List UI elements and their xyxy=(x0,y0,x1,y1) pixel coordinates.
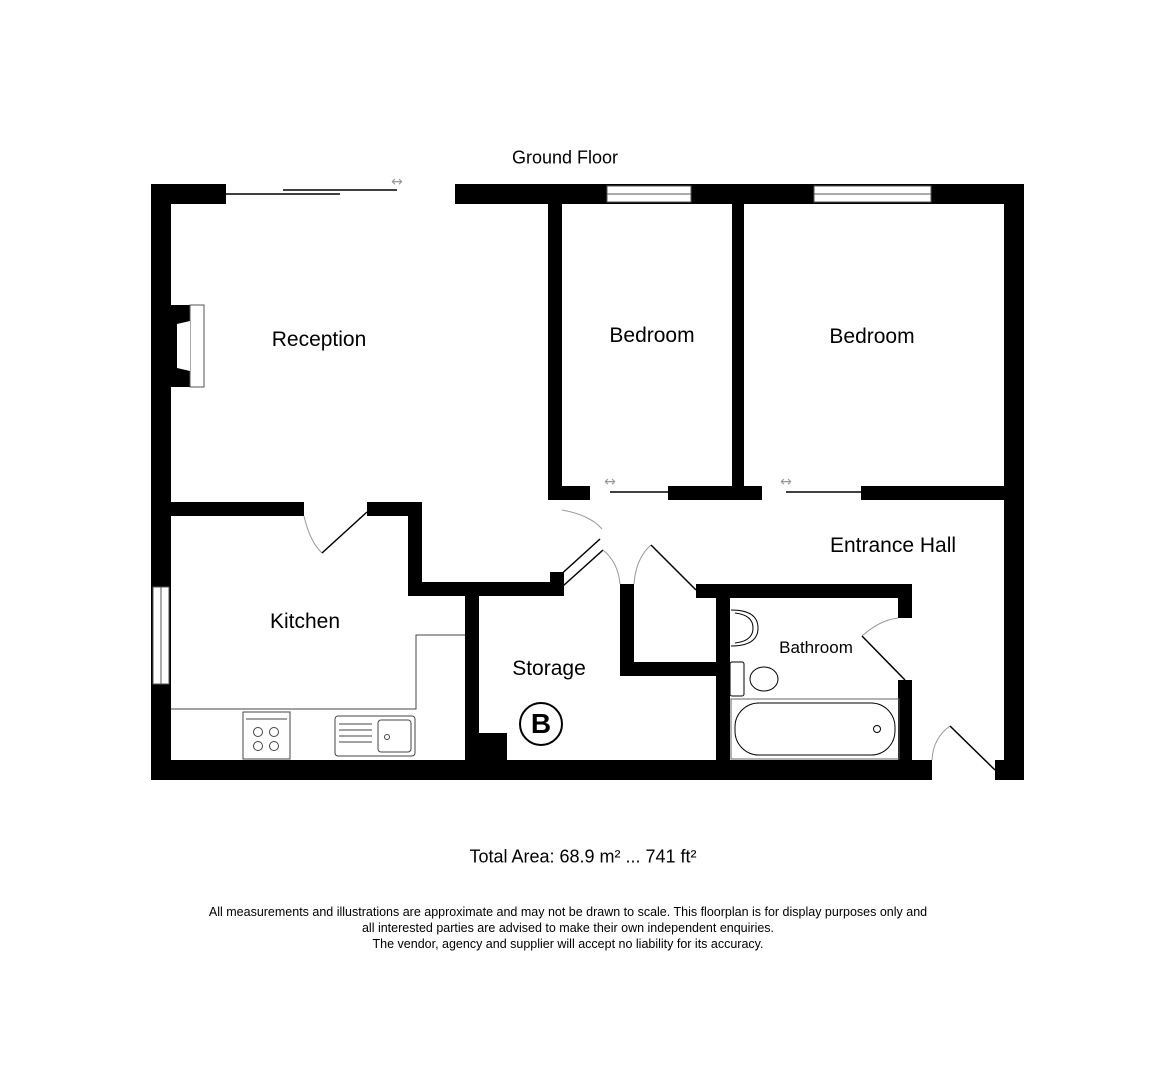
sliding-door-reception xyxy=(226,189,397,195)
bathroom-fittings xyxy=(729,609,900,760)
fireplace xyxy=(171,304,205,388)
boiler-icon: B xyxy=(519,702,563,746)
room-label-kitchen: Kitchen xyxy=(269,610,341,633)
room-label-reception: Reception xyxy=(271,328,367,351)
svg-text:↔: ↔ xyxy=(604,474,616,490)
windows xyxy=(152,185,932,685)
room-label-entrance-hall: Entrance Hall xyxy=(829,534,957,557)
walls xyxy=(151,184,1024,780)
disclaimer-line: all interested parties are advised to ma… xyxy=(361,921,775,935)
door-swings xyxy=(303,509,996,771)
svg-text:↔: ↔ xyxy=(780,474,792,490)
room-label-bedroom-1: Bedroom xyxy=(609,324,695,347)
floor-title: Ground Floor xyxy=(511,147,619,168)
room-label-bathroom: Bathroom xyxy=(779,638,853,657)
disclaimer-line: All measurements and illustrations are a… xyxy=(208,905,928,919)
kitchen-fittings xyxy=(171,634,465,760)
room-label-bedroom-2: Bedroom xyxy=(829,325,915,348)
disclaimer-line: The vendor, agency and supplier will acc… xyxy=(372,937,764,951)
total-area: Total Area: 68.9 m² ... 741 ft² xyxy=(469,846,697,867)
room-label-storage: Storage xyxy=(512,657,586,680)
disclaimer: All measurements and illustrations are a… xyxy=(118,904,1018,952)
svg-text:↔: ↔ xyxy=(391,174,403,190)
